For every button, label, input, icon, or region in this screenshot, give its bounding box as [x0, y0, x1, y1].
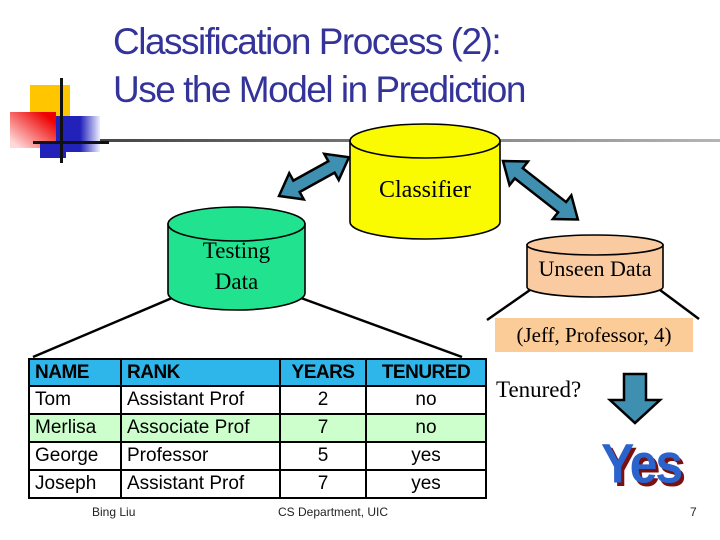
- deco-vertical-line: [60, 78, 63, 163]
- yes-wordart: Yes: [601, 432, 683, 495]
- classifier-label: Classifier: [379, 177, 471, 203]
- testing-data-table: NAME RANK YEARS TENURED Tom Assistant Pr…: [28, 358, 487, 499]
- column-header-years: YEARS: [279, 358, 367, 387]
- slide-title-line1: Classification Process (2):: [113, 21, 502, 62]
- column-header-tenured: TENURED: [365, 358, 487, 387]
- table-row: Joseph Assistant Prof 7 yes: [28, 469, 487, 499]
- cell-name: Tom: [28, 385, 122, 415]
- funnel-line-testing-right: [300, 296, 463, 359]
- column-header-name: NAME: [28, 358, 122, 387]
- cell-rank: Associate Prof: [120, 413, 281, 443]
- slide-title: Classification Process (2): Use the Mode…: [113, 18, 526, 114]
- slide-title-line2: Use the Model in Prediction: [113, 69, 526, 110]
- cell-tenured: no: [365, 385, 487, 415]
- cell-rank: Professor: [120, 441, 281, 471]
- double-arrow-classifier-unseen: [501, 159, 580, 221]
- table-header-row: NAME RANK YEARS TENURED: [28, 358, 487, 387]
- funnel-line-unseen-right: [659, 288, 700, 321]
- unseen-data-label: Unseen Data: [538, 256, 652, 281]
- deco-blue-square-small: [40, 144, 66, 158]
- cell-name: Merlisa: [28, 413, 122, 443]
- classifier-cylinder: [349, 123, 501, 240]
- footer-page-number: 7: [690, 505, 697, 519]
- column-header-rank: RANK: [120, 358, 281, 387]
- cell-tenured: yes: [365, 469, 487, 499]
- funnel-line-unseen-left: [486, 288, 531, 322]
- tenured-question-label: Tenured?: [496, 377, 582, 402]
- testing-data-label-line2: Data: [214, 269, 259, 294]
- testing-data-cylinder: [167, 206, 306, 311]
- funnel-line-testing-left: [32, 296, 173, 359]
- table-row: George Professor 5 yes: [28, 441, 487, 471]
- cell-rank: Assistant Prof: [120, 385, 281, 415]
- double-arrow-testing-classifier: [277, 152, 351, 202]
- testing-data-label: Testing Data: [168, 235, 305, 297]
- deco-horizontal-line: [33, 141, 109, 144]
- cell-name: George: [28, 441, 122, 471]
- unseen-data-cylinder: [526, 234, 664, 298]
- cell-name: Joseph: [28, 469, 122, 499]
- cell-years: 2: [279, 385, 367, 415]
- cell-tenured: yes: [365, 441, 487, 471]
- cell-tenured: no: [365, 413, 487, 443]
- cell-years: 7: [279, 469, 367, 499]
- new-data-callout: (Jeff, Professor, 4): [495, 318, 693, 352]
- footer-author: Bing Liu: [92, 505, 136, 519]
- footer-department: CS Department, UIC: [278, 505, 389, 519]
- cell-years: 7: [279, 413, 367, 443]
- new-data-callout-text: (Jeff, Professor, 4): [516, 322, 672, 347]
- cell-rank: Assistant Prof: [120, 469, 281, 499]
- testing-data-label-line1: Testing: [202, 238, 271, 263]
- table-row: Tom Assistant Prof 2 no: [28, 385, 487, 415]
- cell-years: 5: [279, 441, 367, 471]
- table-row: Merlisa Associate Prof 7 no: [28, 413, 487, 443]
- down-arrow-icon: [606, 372, 664, 425]
